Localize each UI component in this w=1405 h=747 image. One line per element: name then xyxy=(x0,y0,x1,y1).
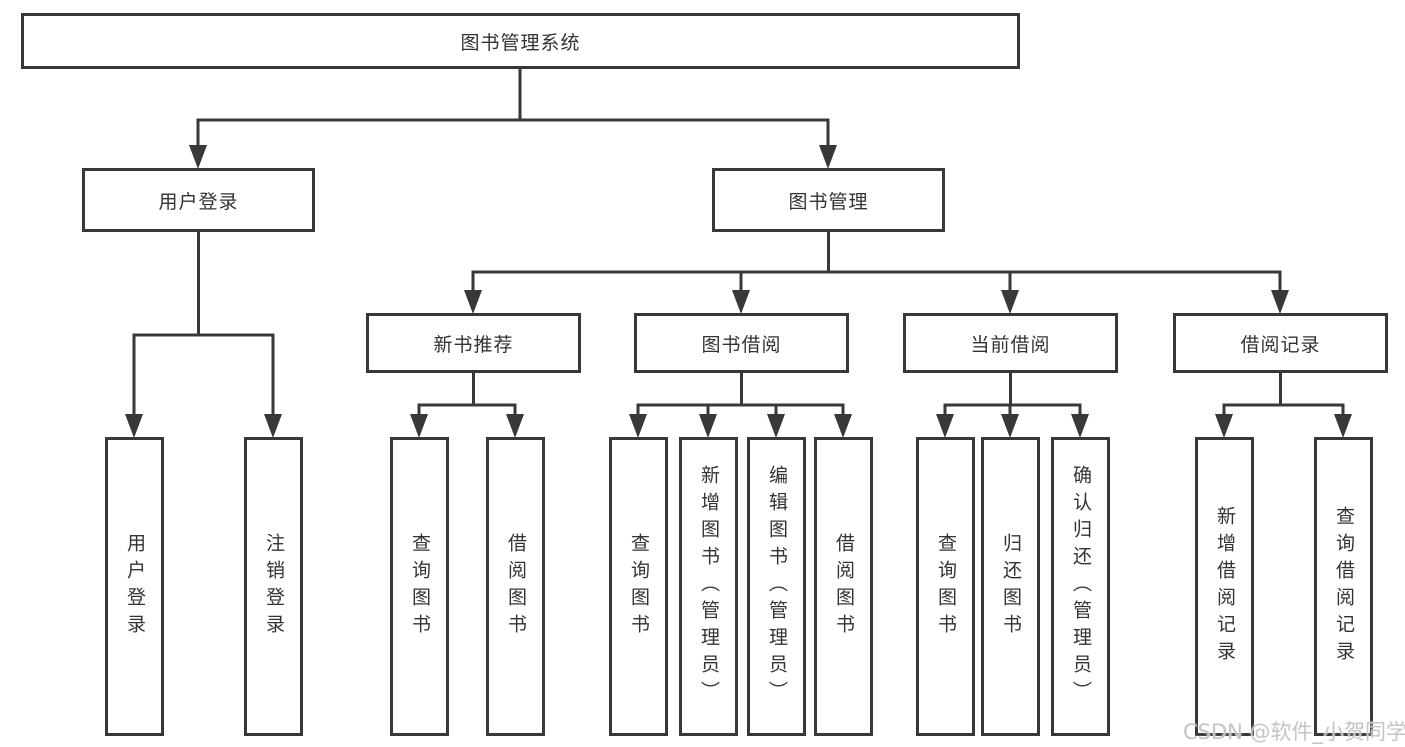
arrowhead-icon xyxy=(629,414,647,438)
node-label: 当前借阅 xyxy=(970,333,1051,356)
node-label: 用户登录 xyxy=(123,532,146,641)
arrowhead-icon xyxy=(264,414,282,438)
node-book-borrowing: 图书借阅 xyxy=(634,313,849,373)
leaf-user-login: 用户登录 xyxy=(105,437,164,736)
leaf-return-books: 归还图书 xyxy=(981,437,1040,736)
leaf-query-books-recommendation: 查询图书 xyxy=(390,437,449,736)
node-label: 查询图书 xyxy=(934,532,957,641)
node-user-login: 用户登录 xyxy=(82,168,315,232)
node-current-borrowing: 当前借阅 xyxy=(903,313,1118,373)
connector-borrowing-to-leaves xyxy=(636,373,845,417)
node-label: 查询图书 xyxy=(627,532,650,641)
node-label: 归还图书 xyxy=(999,532,1022,641)
arrowhead-icon xyxy=(936,414,954,438)
connector-user-login-to-leaves xyxy=(132,232,275,417)
node-label: 编辑图书（管理员） xyxy=(765,465,788,708)
connector-recommendation-to-leaves xyxy=(417,373,517,417)
leaf-query-books-current: 查询图书 xyxy=(916,437,975,736)
leaf-query-borrow-record: 查询借阅记录 xyxy=(1314,437,1373,736)
arrowhead-icon xyxy=(1001,290,1019,314)
connector-root-to-level2 xyxy=(196,69,830,148)
arrowhead-icon xyxy=(699,414,717,438)
arrowhead-icon xyxy=(1271,290,1289,314)
node-label: 新增图书（管理员） xyxy=(697,465,720,708)
node-label: 图书管理系统 xyxy=(460,31,581,54)
node-label: 新增借阅记录 xyxy=(1213,505,1236,668)
leaf-add-borrow-record: 新增借阅记录 xyxy=(1195,437,1254,736)
arrowhead-icon xyxy=(732,290,750,314)
arrowhead-icon xyxy=(464,290,482,314)
arrowhead-icon xyxy=(767,414,785,438)
node-label: 借阅记录 xyxy=(1240,333,1321,356)
node-label: 新书推荐 xyxy=(433,333,514,356)
leaf-logout-login: 注销登录 xyxy=(244,437,303,736)
connector-book-management-to-level3 xyxy=(471,232,1282,293)
node-label: 查询借阅记录 xyxy=(1332,505,1355,668)
leaf-borrow-books-borrowing: 借阅图书 xyxy=(814,437,873,736)
connector-records-to-leaves xyxy=(1222,373,1345,417)
node-book-management: 图书管理 xyxy=(712,168,945,232)
node-label: 图书借阅 xyxy=(701,333,782,356)
arrowhead-icon xyxy=(125,414,143,438)
arrowhead-icon xyxy=(819,145,837,169)
node-label: 借阅图书 xyxy=(832,532,855,641)
arrowhead-icon xyxy=(410,414,428,438)
leaf-confirm-return-admin: 确认归还（管理员） xyxy=(1051,437,1110,736)
node-label: 用户登录 xyxy=(158,190,239,213)
connector-current-borrowing-to-leaves xyxy=(943,373,1082,417)
arrowhead-icon xyxy=(1215,414,1233,438)
node-label: 查询图书 xyxy=(408,532,431,641)
arrowhead-icon xyxy=(506,414,524,438)
arrowhead-icon xyxy=(189,145,207,169)
leaf-edit-books-admin: 编辑图书（管理员） xyxy=(747,437,806,736)
arrowhead-icon xyxy=(834,414,852,438)
arrowhead-icon xyxy=(1071,414,1089,438)
node-new-book-recommendation: 新书推荐 xyxy=(366,313,581,373)
leaf-query-books-borrowing: 查询图书 xyxy=(609,437,668,736)
csdn-watermark: CSDN @软件_小贺同学 xyxy=(1183,720,1405,744)
arrowhead-icon xyxy=(1334,414,1352,438)
node-borrowing-records: 借阅记录 xyxy=(1173,313,1388,373)
node-label: 注销登录 xyxy=(262,532,285,641)
node-label: 借阅图书 xyxy=(504,532,527,641)
leaf-borrow-books-recommendation: 借阅图书 xyxy=(486,437,545,736)
node-label: 图书管理 xyxy=(788,190,869,213)
node-label: 确认归还（管理员） xyxy=(1069,465,1092,708)
arrowhead-icon xyxy=(1001,414,1019,438)
node-library-management-system: 图书管理系统 xyxy=(21,13,1020,69)
leaf-add-books-admin: 新增图书（管理员） xyxy=(679,437,738,736)
